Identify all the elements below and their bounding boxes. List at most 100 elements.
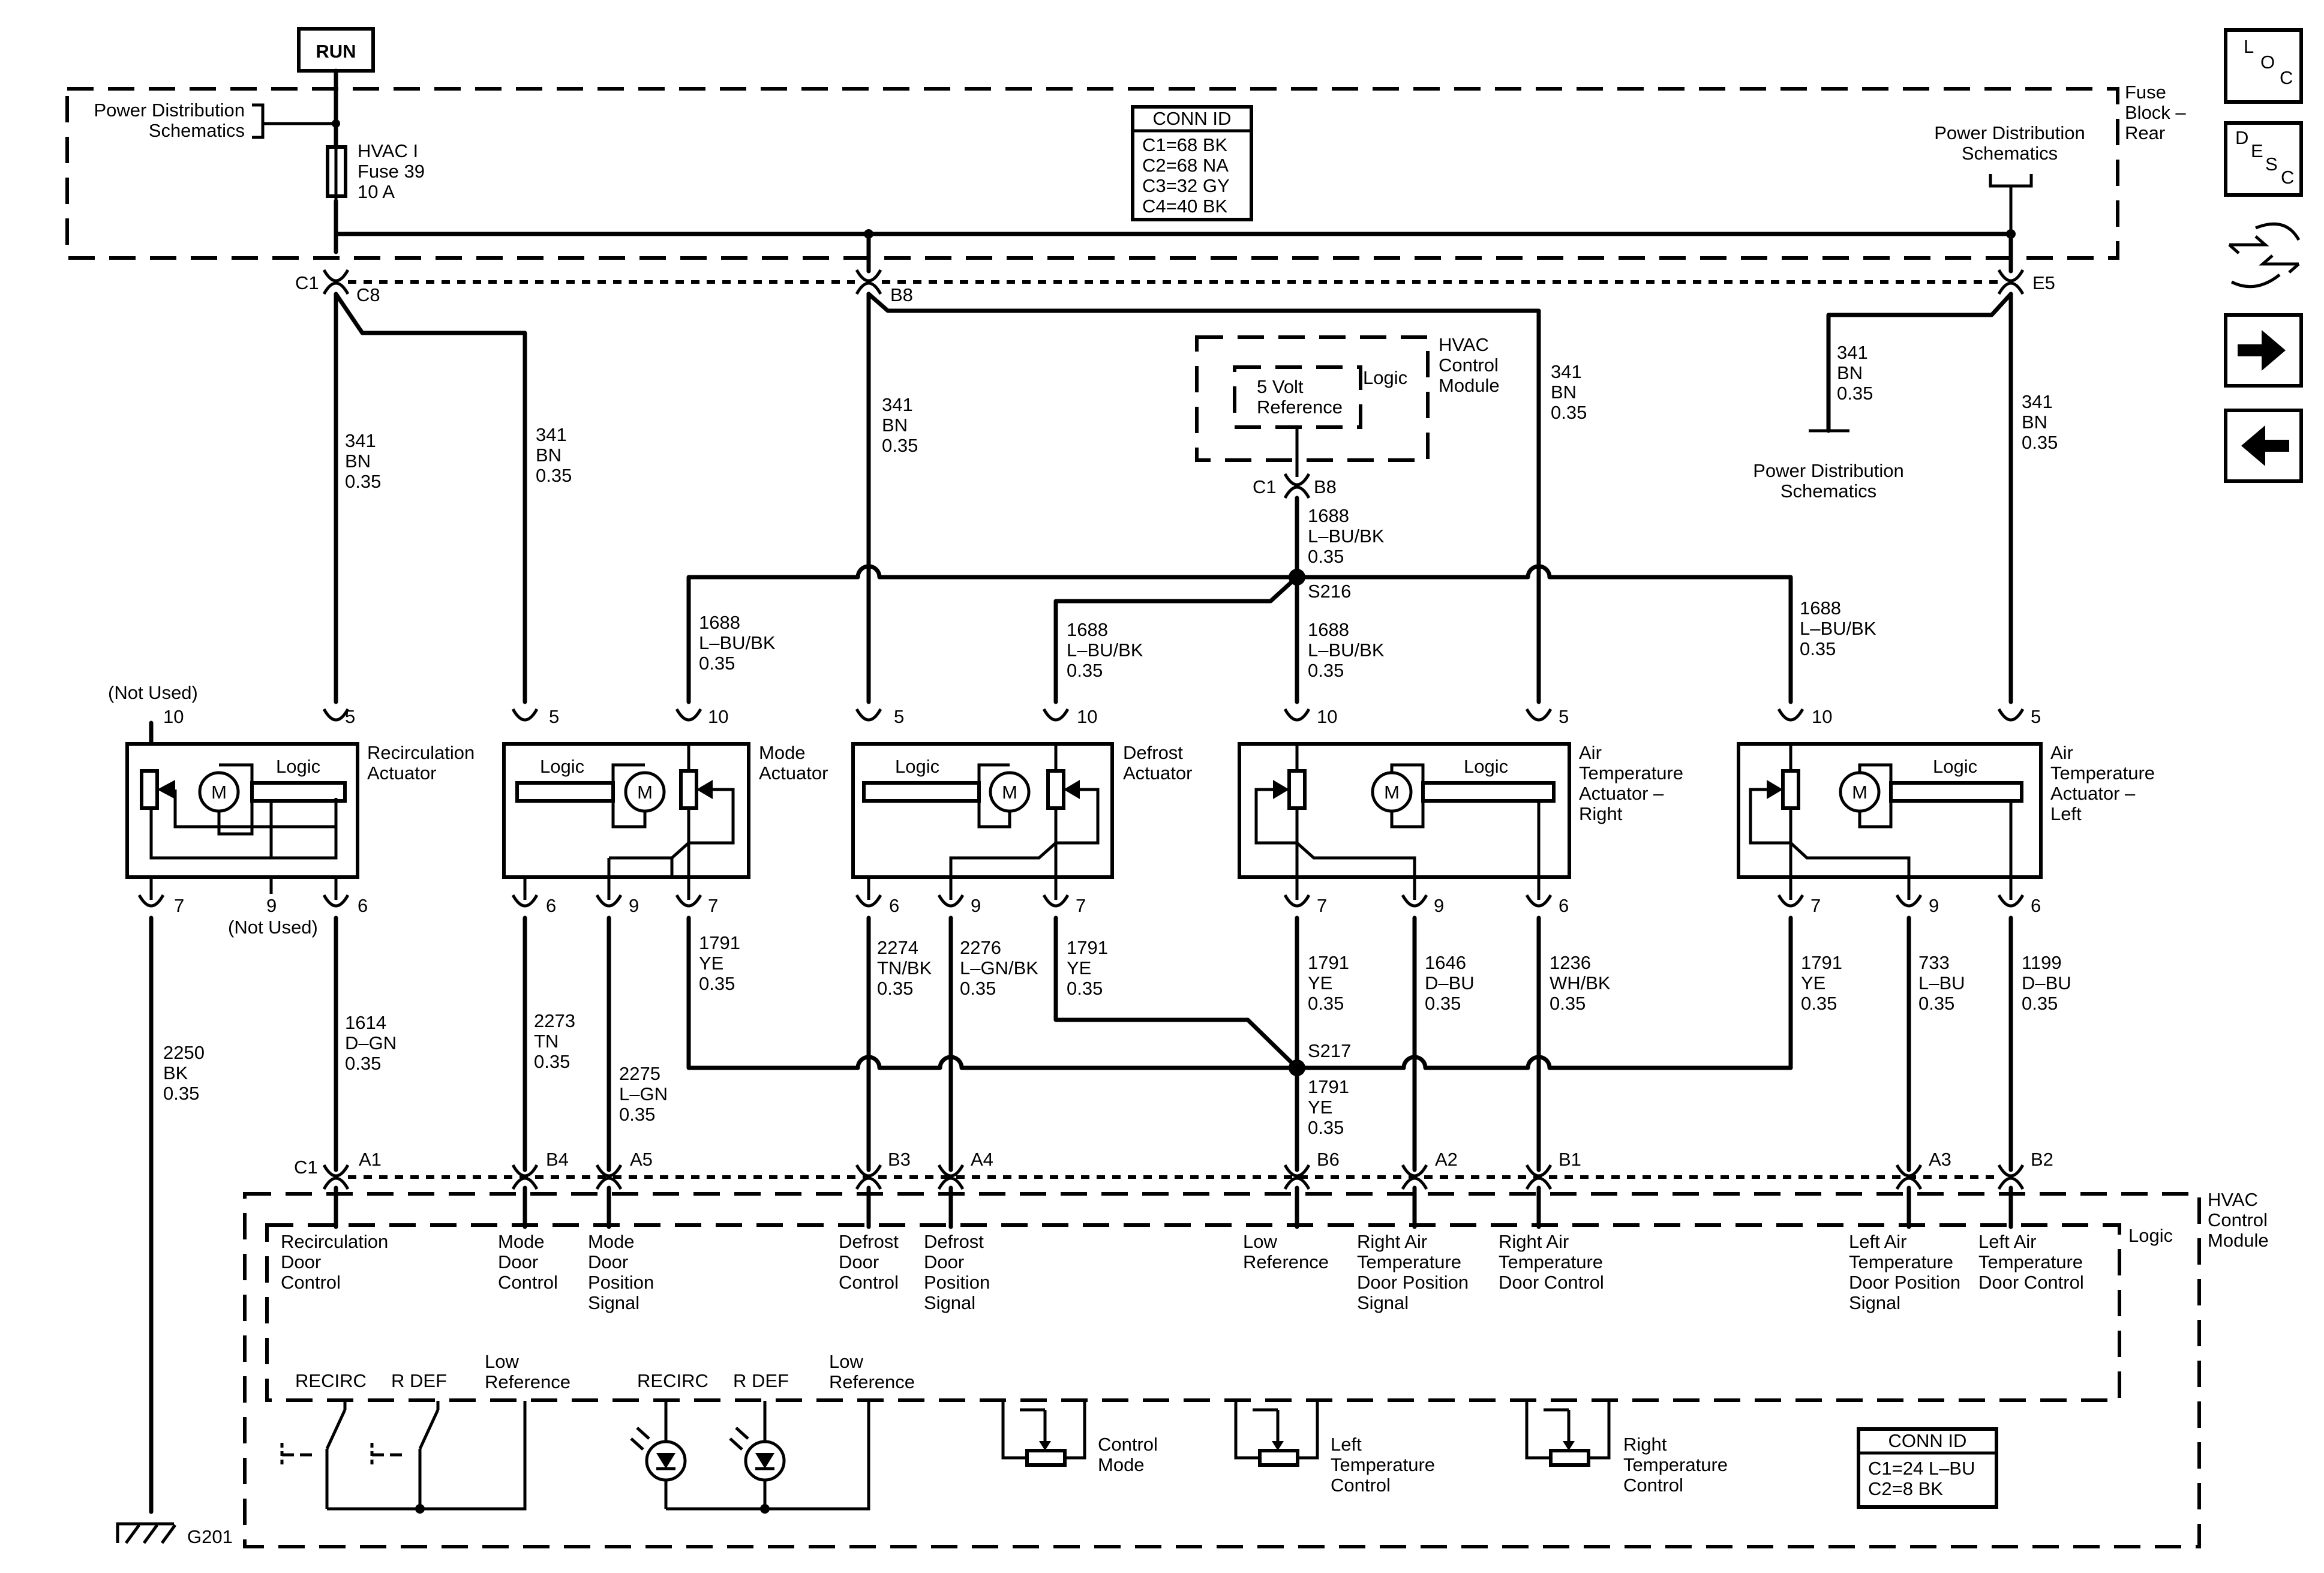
svg-text:E: E [2251,140,2263,161]
svg-text:Logic: Logic [1363,367,1407,388]
svg-text:R DEF: R DEF [733,1370,789,1391]
svg-text:6: 6 [1559,895,1569,916]
svg-text:M: M [1384,782,1400,803]
connector-icon[interactable] [2228,222,2301,289]
svg-text:10: 10 [1812,706,1832,727]
svg-text:B1: B1 [1559,1149,1581,1170]
svg-text:9: 9 [1434,895,1444,916]
conn-c1-top: C1 [295,272,319,293]
svg-text:D: D [2235,127,2248,148]
svg-text:7: 7 [174,895,184,916]
svg-text:5: 5 [894,706,904,727]
svg-text:10: 10 [1317,706,1337,727]
svg-text:M: M [1002,782,1017,803]
svg-text:9: 9 [1929,895,1939,916]
svg-text:7: 7 [708,895,718,916]
svg-text:10: 10 [163,706,184,727]
conn-b8-top: B8 [890,284,913,305]
svg-text:L: L [2244,36,2254,57]
svg-text:Logic: Logic [276,756,320,777]
ground-g201-icon: G201 [116,1522,233,1547]
svg-text:9: 9 [629,895,639,916]
svg-text:7: 7 [1317,895,1327,916]
svg-text:M: M [637,782,653,803]
svg-text:M: M [211,782,227,803]
svg-text:A5: A5 [630,1149,653,1170]
conn-c8-top: C8 [356,284,380,305]
svg-text:6: 6 [2031,895,2041,916]
svg-text:(Not Used): (Not Used) [108,682,198,703]
svg-text:RECIRC: RECIRC [637,1370,708,1391]
svg-text:B8: B8 [1314,476,1337,497]
svg-text:S: S [2265,154,2278,175]
svg-text:CONN ID: CONN ID [1153,108,1232,129]
bottom-connectors: C1 A1 B4 A5 B3 A4 B6 A2 B1 A3 B2 [294,1149,2053,1189]
svg-text:6: 6 [358,895,368,916]
svg-text:B3: B3 [888,1149,911,1170]
svg-text:10: 10 [1077,706,1097,727]
svg-text:B2: B2 [2031,1149,2053,1170]
svg-text:C1: C1 [294,1157,318,1178]
loc-icon[interactable]: L O C [2224,28,2303,104]
svg-text:Logic: Logic [1933,756,1977,777]
svg-text:7: 7 [1076,895,1086,916]
svg-text:A1: A1 [359,1149,382,1170]
conn-e5-top: E5 [2032,272,2055,293]
recirc-switch-icon [280,1401,347,1509]
svg-text:B4: B4 [546,1149,569,1170]
svg-text:CONN ID: CONN ID [1888,1430,1967,1451]
svg-text:A4: A4 [971,1149,993,1170]
ground-label: G201 [187,1526,233,1547]
arrow-left-icon[interactable] [2224,409,2303,483]
arrow-right-icon[interactable] [2224,313,2303,388]
svg-text:A3: A3 [1929,1149,1951,1170]
desc-icon[interactable]: D E S C [2224,121,2303,197]
svg-text:A2: A2 [1435,1149,1458,1170]
